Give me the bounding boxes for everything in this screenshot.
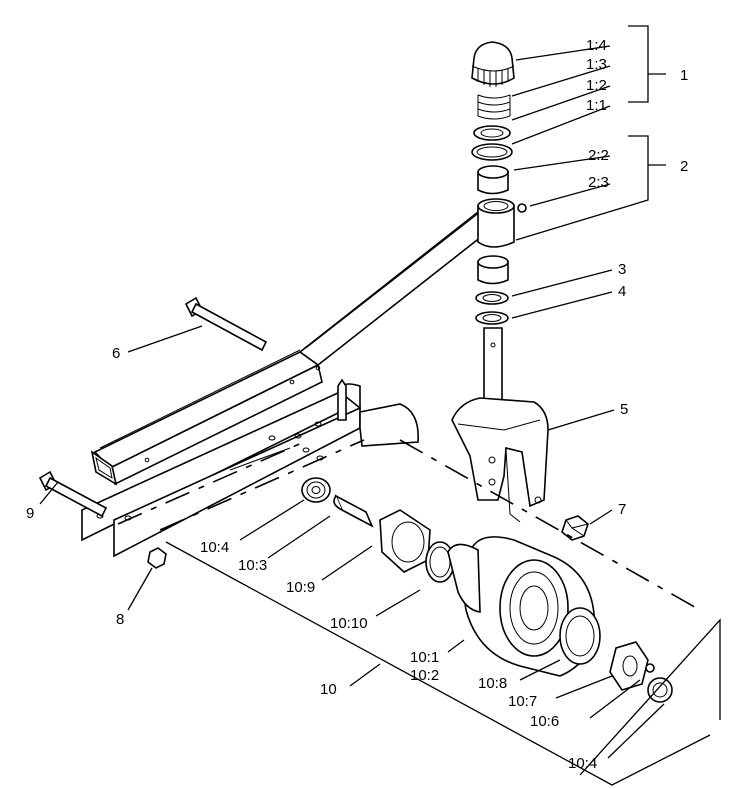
label-6: 6 xyxy=(112,345,120,362)
label-2-2: 2:2 xyxy=(588,147,609,164)
label-1-2: 1:2 xyxy=(586,77,607,94)
label-10: 10 xyxy=(320,681,337,698)
label-5: 5 xyxy=(620,401,628,418)
label-2: 2 xyxy=(680,158,688,175)
caster-fork xyxy=(451,327,549,523)
label-10-3: 10:3 xyxy=(238,557,267,574)
label-7: 7 xyxy=(618,501,626,518)
label-4: 4 xyxy=(618,283,626,300)
label-10-4-left: 10:4 xyxy=(200,539,229,556)
label-10-10: 10:10 xyxy=(330,615,368,632)
axle-spacer-tube xyxy=(333,494,374,528)
label-2-3: 2:3 xyxy=(588,174,609,191)
label-1: 1 xyxy=(680,67,688,84)
label-10-7: 10:7 xyxy=(508,693,537,710)
label-10-4-right: 10:4 xyxy=(568,755,597,772)
group-1-bracket xyxy=(628,25,666,103)
label-10-8: 10:8 xyxy=(478,675,507,692)
lower-bushing xyxy=(477,255,509,285)
label-1-1: 1:1 xyxy=(586,97,607,114)
upper-bushing xyxy=(477,165,509,195)
spacer-washer xyxy=(475,291,509,305)
bearing-left xyxy=(301,477,331,503)
wheel-hub-half xyxy=(379,509,431,573)
axle-bolt xyxy=(184,296,268,352)
tire-rim xyxy=(447,536,596,677)
dust-cap xyxy=(471,41,515,87)
label-8: 8 xyxy=(116,611,124,628)
retaining-ring xyxy=(471,143,513,161)
flat-washer xyxy=(473,125,511,141)
spring xyxy=(477,94,511,120)
label-1-3: 1:3 xyxy=(586,56,607,73)
grease-fitting xyxy=(517,203,527,213)
bracket-bolt xyxy=(38,470,108,518)
label-1-4: 1:4 xyxy=(586,37,607,54)
label-3: 3 xyxy=(618,261,626,278)
label-10-2: 10:2 xyxy=(410,667,439,684)
label-10-9: 10:9 xyxy=(286,579,315,596)
label-10-1: 10:1 xyxy=(410,649,439,666)
bearing-retainer-plate xyxy=(609,641,649,691)
group-10-bracket xyxy=(165,541,721,786)
label-10-6: 10:6 xyxy=(530,713,559,730)
leader-lines xyxy=(39,45,665,759)
group-2-bracket xyxy=(515,135,666,241)
fork-nut xyxy=(561,515,589,541)
label-9: 9 xyxy=(26,505,34,522)
caster-arm-tube xyxy=(90,198,515,486)
bracket-nut xyxy=(147,547,167,569)
seal-ring-right xyxy=(559,607,601,665)
thrust-washer xyxy=(475,311,509,325)
bearing-right xyxy=(645,663,673,703)
